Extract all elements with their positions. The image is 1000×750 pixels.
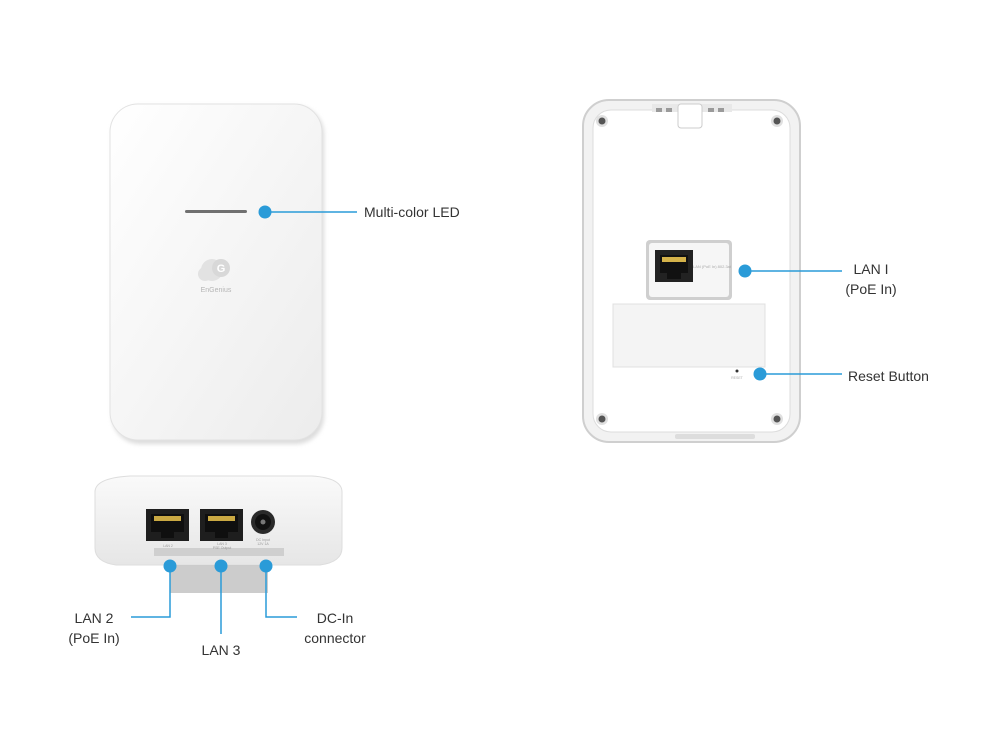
dc-jack-icon <box>251 510 275 534</box>
label-lan3: LAN 3 <box>201 642 241 658</box>
callout-reset <box>753 367 842 381</box>
ethernet-port-icon <box>655 250 693 282</box>
label-dc-in: DC-In connector <box>298 608 372 648</box>
callout-lan1 <box>738 264 842 278</box>
port-label-lan2: LAN 2 <box>163 544 173 548</box>
front-device: G EnGenius <box>109 103 324 444</box>
label-lan2: LAN 2 (PoE In) <box>63 608 125 648</box>
label-lan2-line2: (PoE In) <box>68 630 120 646</box>
reset-text: RESET <box>731 376 744 380</box>
lan3-port-icon <box>200 509 243 541</box>
engenius-logo-icon: G <box>198 259 230 281</box>
label-lan1-line2: (PoE In) <box>845 281 897 297</box>
label-lan1: LAN I (PoE In) <box>838 259 904 299</box>
back-device: LAN (PoE In) 802.3at RESET <box>582 99 801 443</box>
lan2-port-icon <box>146 509 189 541</box>
callout-lan2 <box>131 559 177 618</box>
led-strip <box>185 210 247 213</box>
svg-text:G: G <box>217 263 226 275</box>
label-reset-button: Reset Button <box>848 368 929 384</box>
label-lan2-line1: LAN 2 <box>74 610 114 626</box>
callout-dc <box>259 559 297 618</box>
screw-icon <box>596 115 783 425</box>
callout-led <box>258 205 357 219</box>
callout-lan3 <box>214 559 228 634</box>
label-dc-line1: DC-In <box>316 610 354 626</box>
label-lan1-line1: LAN I <box>853 261 889 277</box>
logo-text: EnGenius <box>201 287 232 294</box>
reset-hole <box>735 369 739 373</box>
label-dc-line2: connector <box>304 630 366 646</box>
label-multi-color-led: Multi-color LED <box>364 204 460 220</box>
port-text: LAN (PoE In) 802.3at <box>693 264 732 269</box>
